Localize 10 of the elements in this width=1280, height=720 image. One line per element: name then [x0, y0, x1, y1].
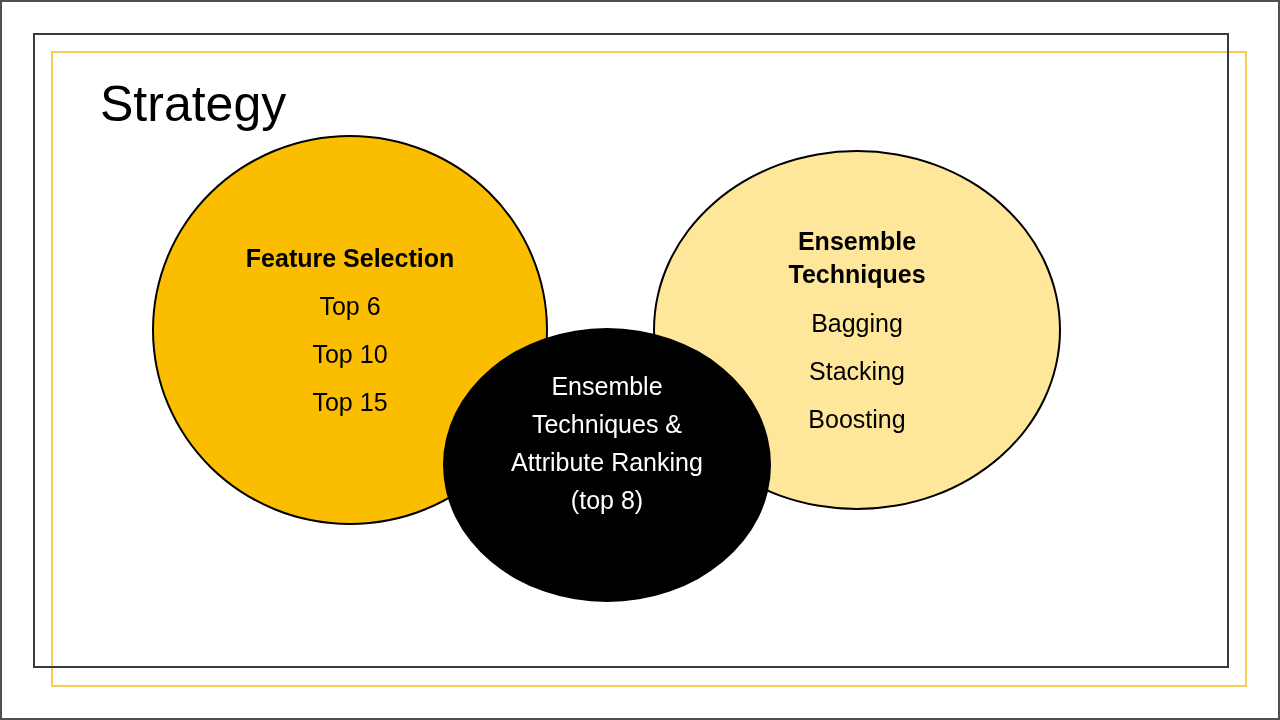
circle-heading: Ensemble Techniques [787, 226, 927, 290]
list-item: Bagging [811, 308, 903, 339]
slide-title: Strategy [100, 75, 287, 134]
list-item: Stacking [809, 356, 905, 387]
circle-heading: Feature Selection [245, 243, 455, 274]
list-item: Top 15 [312, 387, 388, 418]
circle-label: Ensemble Techniques & Attribute Ranking (top 8) [510, 371, 704, 516]
list-item: Top 6 [319, 291, 381, 322]
list-item: Boosting [808, 404, 906, 435]
list-item: Top 10 [312, 339, 388, 370]
